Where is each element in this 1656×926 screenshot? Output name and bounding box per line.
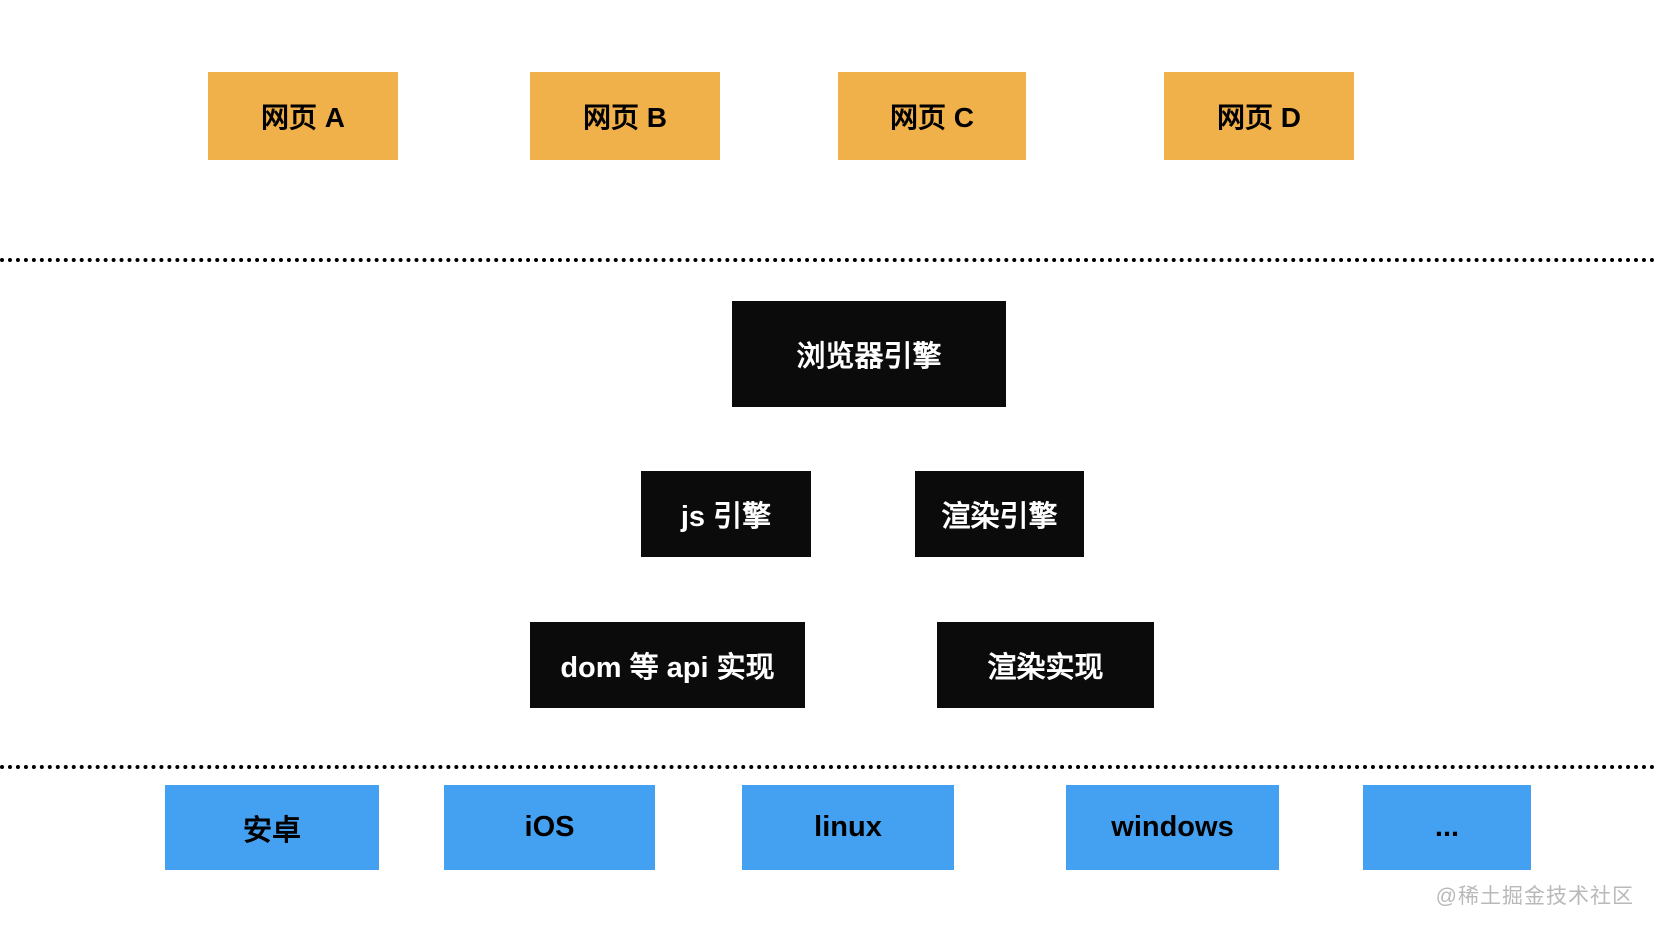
render-implementation-box: 渲染实现 [937, 622, 1154, 708]
dotted-divider-bottom [0, 765, 1656, 769]
web-page-c-box: 网页 C [838, 72, 1026, 160]
web-page-a-box: 网页 A [208, 72, 398, 160]
dom-api-implementation-box: dom 等 api 实现 [530, 622, 805, 708]
render-engine-box: 渲染引擎 [915, 471, 1084, 557]
browser-engine-box: 浏览器引擎 [732, 301, 1006, 407]
os-ios-box: iOS [444, 785, 655, 870]
os-windows-box: windows [1066, 785, 1279, 870]
web-page-d-box: 网页 D [1164, 72, 1354, 160]
web-page-b-box: 网页 B [530, 72, 720, 160]
os-linux-box: linux [742, 785, 954, 870]
os-android-box: 安卓 [165, 785, 379, 870]
js-engine-box: js 引擎 [641, 471, 811, 557]
os-more-box: ... [1363, 785, 1531, 870]
dotted-divider-top [0, 258, 1656, 262]
watermark-text: @稀土掘金技术社区 [1435, 885, 1634, 908]
